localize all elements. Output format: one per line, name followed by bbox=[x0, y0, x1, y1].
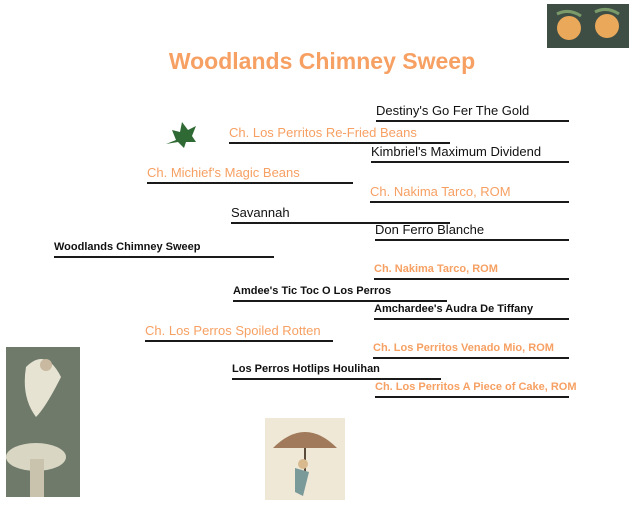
pedigree-entry: Los Perros Hotlips Houlihan bbox=[232, 362, 441, 380]
fairy-illustration bbox=[6, 347, 80, 502]
pedigree-entry: Ch. Michief's Magic Beans bbox=[147, 166, 353, 184]
pedigree-subject: Woodlands Chimney Sweep bbox=[54, 240, 274, 258]
fruit-ornament-icon bbox=[547, 4, 629, 48]
pedigree-entry: Destiny's Go Fer The Gold bbox=[376, 104, 569, 122]
pedigree-entry: Ch. Los Perros Spoiled Rotten bbox=[145, 324, 333, 342]
pedigree-entry: Ch. Nakima Tarco, ROM bbox=[374, 262, 569, 280]
pedigree-entry: Ch. Los Perritos Venado Mio, ROM bbox=[373, 341, 569, 359]
umbrella-fairy-illustration bbox=[265, 418, 345, 505]
pedigree-entry: Amchardee's Audra De Tiffany bbox=[374, 302, 569, 320]
pedigree-entry: Don Ferro Blanche bbox=[375, 223, 569, 241]
ivy-leaf-icon bbox=[162, 120, 198, 155]
corner-ornament-image bbox=[547, 4, 629, 48]
pedigree-entry: Savannah bbox=[231, 206, 450, 224]
pedigree-entry: Ch. Los Perritos Re-Fried Beans bbox=[229, 126, 450, 144]
pedigree-entry: Ch. Nakima Tarco, ROM bbox=[370, 185, 569, 203]
page-title: Woodlands Chimney Sweep bbox=[168, 48, 476, 74]
pedigree-entry: Kimbriel's Maximum Dividend bbox=[371, 145, 569, 163]
pedigree-entry: Ch. Los Perritos A Piece of Cake, ROM bbox=[375, 380, 577, 398]
pedigree-entry: Amdee's Tic Toc O Los Perros bbox=[233, 284, 447, 302]
